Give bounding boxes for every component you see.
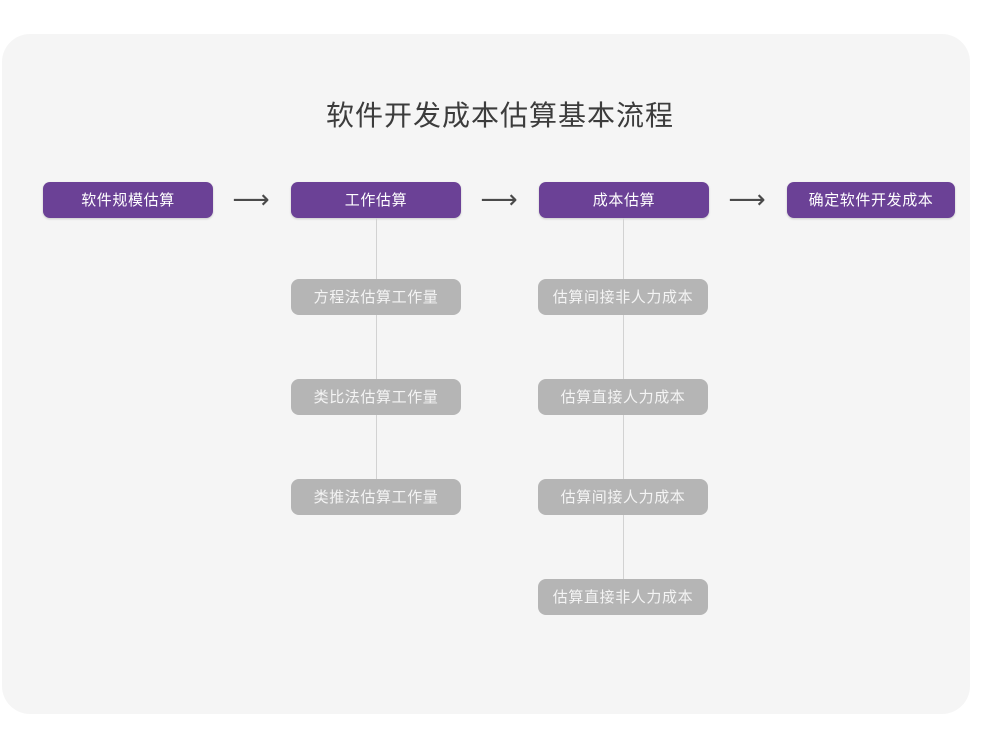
page-title: 软件开发成本估算基本流程 (325, 100, 674, 131)
connector-line-col3-2 (623, 415, 624, 479)
arrow-right-icon-3: ⟶ (728, 185, 766, 215)
stage-node-cost-estimation[interactable]: 成本估算 (539, 182, 709, 218)
connector-line-col2-0 (376, 218, 377, 279)
connector-line-col2-1 (376, 315, 377, 379)
arrow-right-icon-1: ⟶ (232, 185, 270, 215)
substep-node-analogical-method-effort[interactable]: 类推法估算工作量 (291, 479, 461, 515)
stage-node-software-size-estimation[interactable]: 软件规模估算 (43, 182, 213, 218)
substep-node-direct-nonlabor-cost[interactable]: 估算直接非人力成本 (538, 579, 708, 615)
substep-node-indirect-labor-cost[interactable]: 估算间接人力成本 (538, 479, 708, 515)
substep-node-analogy-method-effort[interactable]: 类比法估算工作量 (291, 379, 461, 415)
arrow-right-icon-2: ⟶ (480, 185, 518, 215)
connector-line-col2-2 (376, 415, 377, 479)
connector-line-col3-0 (623, 218, 624, 279)
stage-node-effort-estimation[interactable]: 工作估算 (291, 182, 461, 218)
diagram-card-background (2, 34, 970, 714)
substep-node-direct-labor-cost[interactable]: 估算直接人力成本 (538, 379, 708, 415)
connector-line-col3-1 (623, 315, 624, 379)
substep-node-indirect-nonlabor-cost[interactable]: 估算间接非人力成本 (538, 279, 708, 315)
connector-line-col3-3 (623, 515, 624, 579)
stage-node-determine-development-cost[interactable]: 确定软件开发成本 (787, 182, 955, 218)
substep-node-equation-method-effort[interactable]: 方程法估算工作量 (291, 279, 461, 315)
